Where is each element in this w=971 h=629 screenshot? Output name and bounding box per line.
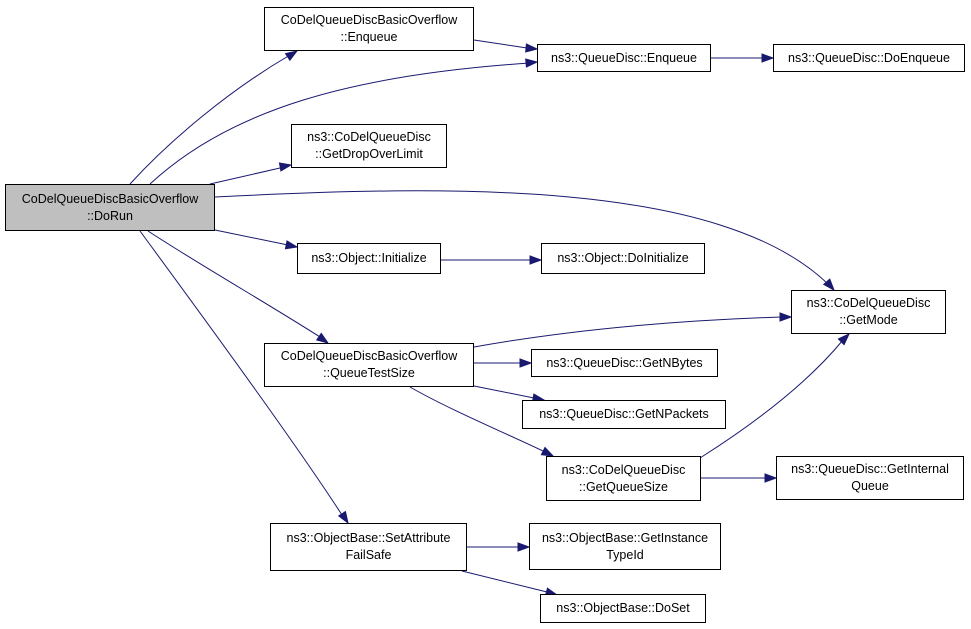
arrowhead-root-to-getdrop: [278, 162, 293, 172]
node-root-dorun: CoDelQueueDiscBasicOverflow ::DoRun: [5, 184, 215, 231]
node-label-line: FailSafe: [345, 548, 392, 562]
node-label-line: ns3::ObjectBase::SetAttribute: [286, 531, 451, 545]
arrowhead-setattr-to-getinst: [517, 542, 531, 552]
node-label-line: ::GetDropOverLimit: [315, 147, 423, 161]
node-label-line: CoDelQueueDiscBasicOverflow: [280, 13, 458, 27]
node-object-initialize[interactable]: ns3::Object::Initialize: [297, 243, 441, 274]
node-label-line: CoDelQueueDiscBasicOverflow: [280, 349, 458, 363]
node-queuedisc-getnbytes[interactable]: ns3::QueueDisc::GetNBytes: [531, 349, 718, 377]
node-queuedisc-doenqueue[interactable]: ns3::QueueDisc::DoEnqueue: [773, 44, 965, 72]
edge-enq1-to-qdenq: [473, 39, 528, 49]
node-objectbase-doset[interactable]: ns3::ObjectBase::DoSet: [540, 594, 706, 623]
node-label-line: ns3::Object::DoInitialize: [557, 251, 689, 265]
edge-root-to-qts: [147, 230, 321, 338]
node-label-line: ns3::QueueDisc::DoEnqueue: [788, 50, 950, 65]
arrowhead-root-to-setattr: [337, 510, 349, 525]
node-queuedisc-getnpackets[interactable]: ns3::QueueDisc::GetNPackets: [522, 400, 726, 429]
arrowhead-getqsize-to-getinternal: [764, 473, 778, 483]
edge-qts-to-getqsize: [409, 386, 546, 453]
node-basicoverflow-queuetestsize[interactable]: CoDelQueueDiscBasicOverflow ::QueueTestS…: [264, 343, 474, 387]
node-label-line: ns3::QueueDisc::GetInternal: [791, 462, 949, 476]
arrowhead-enq1-to-qdenq: [525, 43, 539, 53]
arrowhead-objinit-to-objdoinit: [529, 255, 543, 265]
node-label-line: ns3::Object::Initialize: [311, 251, 427, 265]
node-queuedisc-getinternalqueue[interactable]: ns3::QueueDisc::GetInternal Queue: [776, 456, 964, 500]
node-label-line: ns3::CoDelQueueDisc: [806, 296, 931, 310]
edge-root-to-objinit: [214, 229, 289, 246]
edge-qts-to-getnpackets: [473, 385, 535, 399]
node-object-doinitialize[interactable]: ns3::Object::DoInitialize: [541, 243, 705, 274]
node-label-line: ns3::QueueDisc::GetNBytes: [546, 355, 703, 370]
arrowhead-qts-to-getnbytes: [519, 358, 533, 368]
edge-root-to-setattr: [139, 230, 343, 516]
node-objectbase-getinstancetypeid[interactable]: ns3::ObjectBase::GetInstance TypeId: [529, 523, 721, 570]
edge-qts-to-getmode: [473, 316, 782, 348]
node-label-line: ::DoRun: [87, 208, 133, 223]
edge-root-to-enq1: [129, 54, 291, 185]
node-label-line: CoDelQueueDiscBasicOverflow: [21, 191, 199, 206]
arrowhead-getqsize-to-getmode: [837, 332, 851, 346]
node-label-line: ns3::QueueDisc::GetNPackets: [539, 407, 709, 421]
node-label-line: ::GetQueueSize: [579, 479, 668, 494]
node-objectbase-setattributefailsafe[interactable]: ns3::ObjectBase::SetAttribute FailSafe: [270, 523, 467, 571]
arrowhead-root-to-qts: [315, 332, 330, 344]
node-queuedisc-enqueue[interactable]: ns3::QueueDisc::Enqueue: [537, 44, 711, 72]
node-label-line: ::Enqueue: [340, 30, 398, 44]
node-label-line: ns3::ObjectBase::GetInstance: [541, 530, 709, 545]
edge-setattr-to-doset: [461, 570, 548, 593]
arrowhead-root-to-enq1: [284, 50, 299, 62]
node-label-line: Queue: [851, 479, 889, 493]
node-label-line: ns3::ObjectBase::DoSet: [556, 601, 690, 615]
node-label-line: ns3::QueueDisc::Enqueue: [551, 50, 697, 65]
arrowhead-qts-to-getmode: [779, 312, 793, 322]
node-codel-getdropoverlimit[interactable]: ns3::CoDelQueueDisc ::GetDropOverLimit: [291, 124, 447, 168]
arrowhead-root-to-qdenq: [525, 58, 539, 68]
node-label-line: ::QueueTestSize: [323, 366, 415, 380]
node-label-line: ::GetMode: [839, 313, 898, 327]
edge-root-to-getdrop: [209, 167, 281, 185]
edge-root-to-qdenq: [149, 62, 531, 185]
arrowhead-root-to-getmode: [822, 278, 835, 292]
node-label-line: TypeId: [606, 547, 644, 562]
edge-root-to-getmode: [214, 190, 829, 285]
node-codel-getqueuesize[interactable]: ns3::CoDelQueueDisc ::GetQueueSize: [546, 456, 701, 501]
arrowhead-qts-to-getqsize: [540, 446, 555, 457]
arrowhead-root-to-objinit: [284, 240, 299, 250]
arrowhead-qdenq-to-qddoenq: [761, 53, 775, 63]
edge-getqsize-to-getmode: [699, 339, 844, 459]
node-label-line: ns3::CoDelQueueDisc: [307, 130, 431, 144]
node-codel-getmode[interactable]: ns3::CoDelQueueDisc ::GetMode: [791, 290, 946, 334]
node-label-line: ns3::CoDelQueueDisc: [561, 462, 686, 477]
node-basicoverflow-enqueue[interactable]: CoDelQueueDiscBasicOverflow ::Enqueue: [264, 7, 474, 51]
